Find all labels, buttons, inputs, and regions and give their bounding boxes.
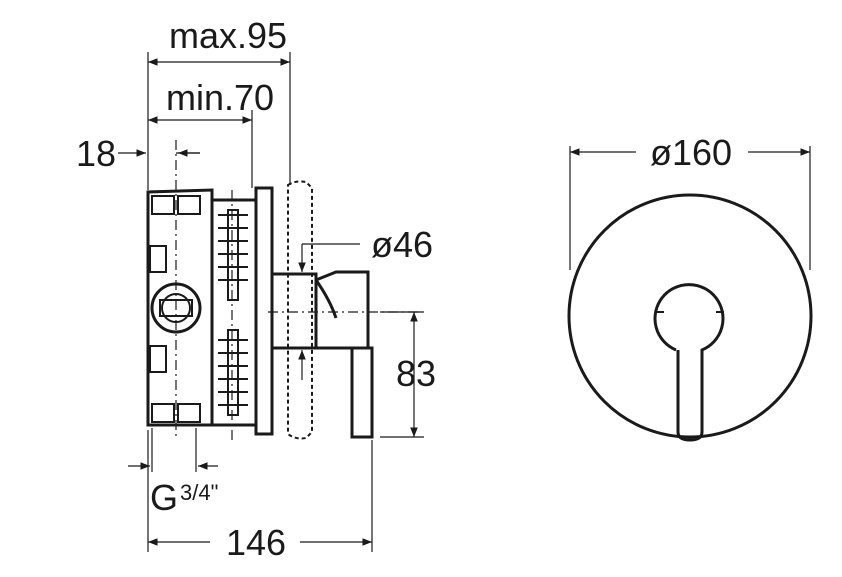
label-width: 146 [226,522,286,563]
label-diameter-small: ø46 [371,224,433,265]
cover-plate [287,180,313,440]
dimension-height: 83 [380,311,436,438]
label-thread-main: G [150,477,178,518]
label-thread-fraction: 3/4" [180,480,218,505]
label-diameter-plate: ø160 [650,132,732,173]
dimension-min-depth: min.70 [148,77,274,188]
lever-handle [268,270,420,439]
dimension-diameter-small: ø46 [298,224,433,380]
dimension-width: 146 [147,430,373,563]
dimension-thread: G 3/4" [128,428,218,518]
cover-plate-circle [567,193,813,439]
dimension-diameter-plate: ø160 [569,132,811,270]
ribs [218,209,248,416]
label-offset: 18 [76,133,116,174]
label-max-depth: max.95 [169,15,287,56]
side-view: max.95 min.70 18 [76,15,436,563]
front-view: ø160 [567,132,813,442]
dimension-offset: 18 [76,133,200,174]
label-height: 83 [396,353,436,394]
label-min-depth: min.70 [166,77,274,118]
valve-body [146,140,274,440]
dimension-max-depth: max.95 [147,15,291,190]
lever-front [653,283,725,442]
